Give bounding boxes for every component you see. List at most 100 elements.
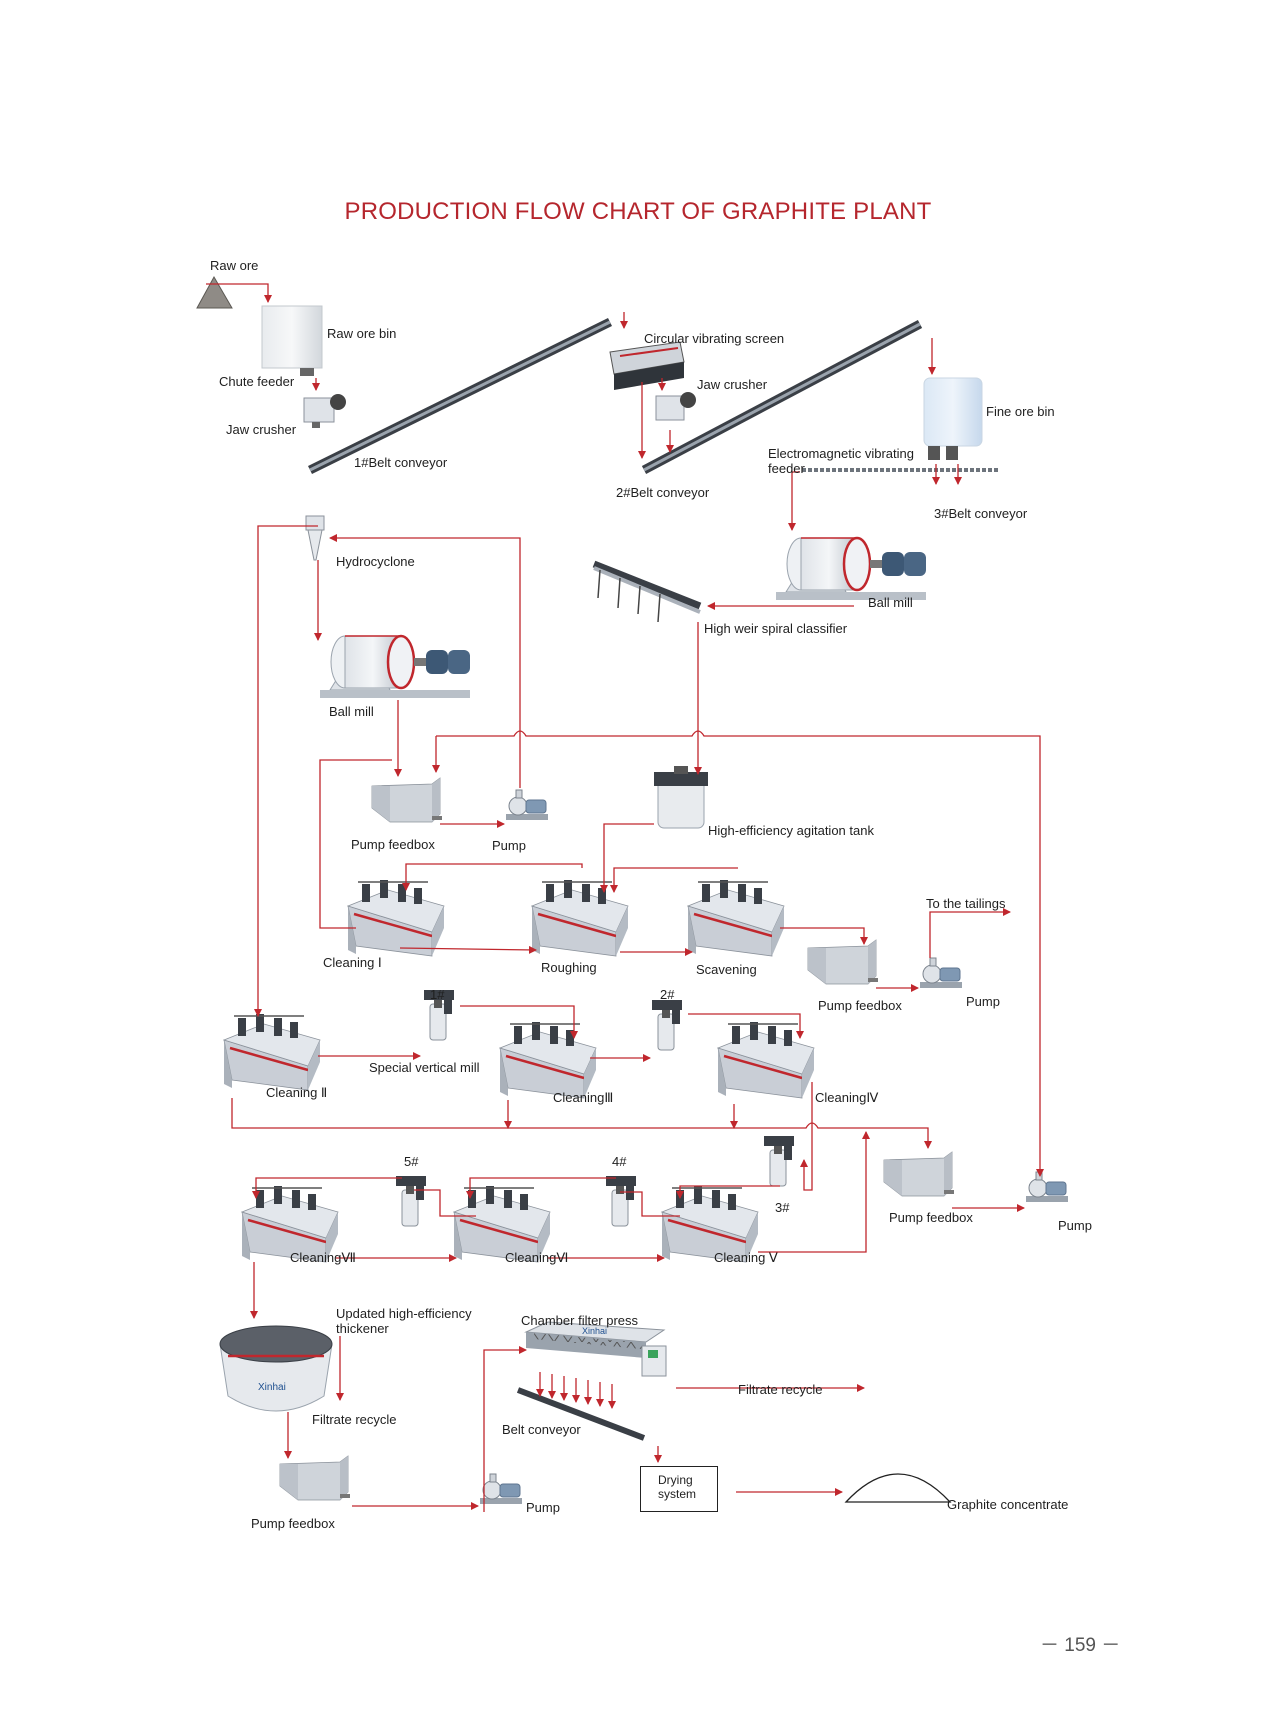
xinhai-logo-filter: Xinhai: [582, 1326, 607, 1336]
label-ball-mill-1: Ball mill: [329, 704, 374, 719]
pump-3-icon: [1025, 1171, 1069, 1203]
page-title: PRODUCTION FLOW CHART OF GRAPHITE PLANT: [344, 198, 932, 225]
flow-bridge-line: [436, 730, 1044, 1177]
belt-conveyor-4-icon: [516, 1387, 646, 1441]
label-scavening: Scavening: [696, 962, 757, 977]
flow-cyclone-loop: [254, 525, 318, 1017]
label-mill-2: 2#: [660, 987, 675, 1002]
label-mill-4: 4#: [612, 1154, 627, 1169]
cleaning-1-cell-icon: [346, 878, 446, 958]
vertical-mill-2-icon: [651, 999, 683, 1051]
pump-1-icon: [505, 789, 549, 821]
scavening-cell-icon: [686, 878, 786, 958]
pump-feedbox-3-icon: [883, 1151, 955, 1197]
flow-return-to-cleaning1: [319, 759, 392, 929]
flow-scavening-to-feedbox: [780, 927, 868, 945]
flow-tank-to-roughing: [600, 823, 654, 893]
label-raw-ore-bin: Raw ore bin: [327, 326, 397, 341]
flow-cleaning6-to-mill5: [414, 1189, 476, 1217]
flow-cleaning5-to-return: [758, 1131, 870, 1253]
raw-ore-bin-icon: [261, 305, 323, 369]
label-pump-4: Pump: [526, 1500, 560, 1515]
label-pump-2: Pump: [966, 994, 1000, 1009]
xinhai-logo-thickener: Xinhai: [258, 1382, 286, 1393]
flow-cleaning5-to-mill4: [620, 1191, 680, 1217]
label-pump-feedbox-3: Pump feedbox: [889, 1210, 973, 1225]
label-cleaning-6: CleaningⅥ: [505, 1250, 569, 1265]
label-raw-ore: Raw ore: [210, 258, 259, 273]
label-chamber-filter-press: Chamber filter press: [521, 1313, 639, 1328]
drying-system-box: Drying system: [640, 1466, 718, 1512]
flow-roughing-to-cleaning1: [402, 863, 583, 891]
cleaning-2-cell-icon: [222, 1012, 322, 1092]
flow-mill4-to-cleaning6: [466, 1177, 616, 1199]
jaw-crusher-icon: [303, 394, 346, 428]
label-pump-3: Pump: [1058, 1218, 1092, 1233]
flow-common-return: [231, 1098, 932, 1149]
cleaning-3-cell-icon: [498, 1020, 598, 1100]
label-thickener: Updated high-efficiency thickener: [336, 1306, 472, 1336]
label-drying-system: Drying system: [658, 1473, 697, 1501]
flow-pump1-to-cyclone: [329, 534, 521, 788]
belt-conveyor-2-icon: [641, 320, 923, 474]
flow-mill2-to-cleaning4: [688, 1013, 804, 1039]
flow-mill1-to-cleaning3: [460, 1005, 578, 1039]
label-chute-feeder: Chute feeder: [219, 374, 295, 389]
equipment-layer: Xinhai Xinhai: [196, 275, 1069, 1505]
label-pump-feedbox-4: Pump feedbox: [251, 1516, 335, 1531]
flow-lines: [206, 283, 1044, 1512]
flow-raw-ore-to-bin: [206, 283, 272, 303]
vertical-mill-4-icon: [605, 1175, 637, 1227]
label-cleaning-5: Cleaning Ⅴ: [714, 1250, 778, 1265]
flow-cleaning1-to-roughing: [399, 945, 537, 954]
label-spiral-classifier: High weir spiral classifier: [704, 621, 848, 636]
vibrating-screen-icon: [609, 341, 685, 390]
flow-scavening-to-roughing: [610, 867, 738, 893]
label-cleaning-4: CleaningⅣ: [815, 1090, 879, 1105]
label-mill-5: 5#: [404, 1154, 419, 1169]
label-roughing: Roughing: [541, 960, 597, 975]
label-jaw-crusher-1: Jaw crusher: [226, 422, 297, 437]
ball-mill-1-icon: [318, 634, 472, 700]
chute-feeder-icon: [300, 368, 314, 376]
label-graphite-concentrate: Graphite concentrate: [947, 1497, 1069, 1512]
raw-ore-pile-icon: [196, 275, 233, 309]
label-belt-conveyor-2: 2#Belt conveyor: [616, 485, 710, 500]
label-hydrocyclone: Hydrocyclone: [336, 554, 415, 569]
pump-feedbox-1-icon: [371, 777, 443, 823]
thickener-icon: Xinhai: [219, 1325, 333, 1412]
label-cleaning-3: CleaningⅢ: [553, 1090, 614, 1105]
flow-mill5-to-cleaning7: [252, 1177, 402, 1199]
belt-conveyor-1-icon: [308, 317, 612, 475]
pump-feedbox-4-icon: [279, 1455, 351, 1501]
vertical-mill-5-icon: [395, 1175, 427, 1227]
pump-feedbox-2-icon: [807, 939, 879, 985]
flow-cleaning4-to-mill3: [800, 1082, 813, 1191]
label-mill-1: 1#: [430, 987, 445, 1002]
label-ball-mill-2: Ball mill: [868, 595, 913, 610]
spiral-classifier-icon: [592, 560, 702, 623]
label-circular-vibrating-screen: Circular vibrating screen: [644, 331, 785, 346]
pump-4-icon: [479, 1473, 523, 1505]
label-to-tailings: To the tailings: [926, 896, 1006, 911]
feeder-icon-b: [946, 446, 958, 460]
label-agitation-tank: High-efficiency agitation tank: [708, 823, 874, 838]
label-jaw-crusher-2: Jaw crusher: [697, 377, 768, 392]
label-belt-conveyor-3: 3#Belt conveyor: [934, 506, 1028, 521]
label-fine-ore-bin: Fine ore bin: [986, 404, 1055, 419]
label-filtrate-recycle-2: Filtrate recycle: [738, 1382, 823, 1397]
label-electromagnetic-feeder: Electromagnetic vibrating feeder: [768, 446, 914, 476]
page-number: － 159 －: [1040, 1635, 1121, 1656]
label-filtrate-recycle-1: Filtrate recycle: [312, 1412, 397, 1427]
label-belt-conveyor-1: 1#Belt conveyor: [354, 455, 448, 470]
label-belt-conveyor-4: Belt conveyor: [502, 1422, 581, 1437]
label-special-vertical-mill: Special vertical mill: [369, 1060, 480, 1075]
label-mill-3: 3#: [775, 1200, 790, 1215]
label-cleaning-2: Cleaning Ⅱ: [266, 1085, 328, 1100]
agitation-tank-icon: [654, 766, 708, 829]
label-pump-1: Pump: [492, 838, 526, 853]
flow-pump4-to-filter: [483, 1346, 527, 1512]
jaw-crusher-2-icon: [655, 392, 696, 421]
hydrocyclone-icon: [305, 515, 325, 561]
